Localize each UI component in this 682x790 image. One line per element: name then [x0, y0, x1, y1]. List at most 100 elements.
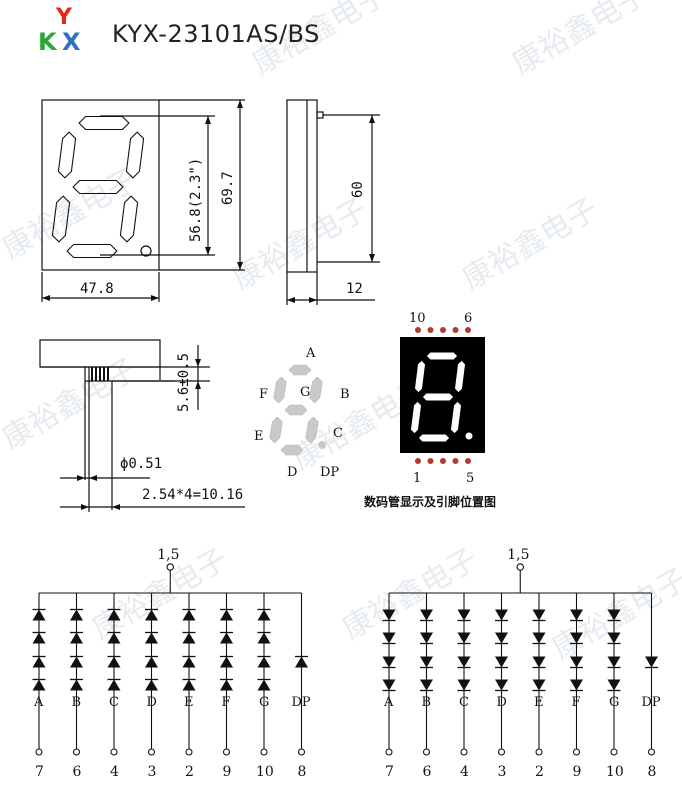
legend-label-b: B [340, 387, 350, 402]
led-diode [457, 656, 471, 668]
pin-terminal [297, 748, 306, 756]
led-diode [457, 679, 471, 691]
pin-terminal [147, 748, 156, 756]
led-diode [532, 656, 546, 668]
led-diode [420, 632, 433, 644]
led-diode [220, 632, 233, 644]
led-diode [532, 609, 546, 621]
led-diode [182, 656, 196, 668]
legend-dp-dot [318, 441, 326, 449]
segment-b [455, 360, 465, 393]
pin-number: 2 [535, 764, 544, 780]
front-digit-outline [51, 115, 145, 259]
pin-standoff-dim: 5.6±0.5 [176, 353, 192, 412]
segment-g [284, 404, 308, 416]
led-diode [32, 609, 46, 621]
led-diode [70, 679, 83, 691]
led-diode [495, 656, 508, 668]
pin-terminal [460, 748, 468, 756]
segment-label: A [33, 695, 44, 710]
pin-number: 2 [185, 764, 194, 780]
side-body-outline [286, 99, 318, 273]
pin-number: 10 [256, 764, 274, 780]
led-diode [107, 679, 121, 691]
display-digit [411, 352, 465, 442]
display-pin-dots [415, 327, 471, 464]
pin-dot-bottom [427, 458, 434, 464]
segment-label: E [534, 695, 544, 710]
pin-dot-top [440, 327, 446, 333]
segment-label: G [609, 695, 619, 710]
pin-number: 6 [73, 764, 82, 780]
segment-label: D [147, 695, 157, 710]
logo-letter-k: K [38, 28, 58, 56]
led-diode [570, 679, 583, 691]
side-height-dim: 60 [350, 181, 366, 198]
legend-label-e: E [254, 429, 264, 444]
pin-terminal [535, 748, 543, 756]
pin-terminal [222, 748, 231, 756]
led-diode [570, 656, 583, 668]
side-view [286, 99, 380, 305]
led-diode [295, 656, 308, 668]
segment-c [451, 401, 461, 434]
segment-a [426, 352, 458, 360]
front-body-outline [41, 99, 160, 271]
front-view [41, 99, 245, 302]
led-diode [257, 656, 271, 668]
segment-b [125, 131, 145, 179]
segment-label: C [109, 695, 119, 710]
pin-number: 7 [385, 764, 394, 780]
led-diode [257, 632, 271, 644]
led-diode [532, 679, 546, 691]
display-top-pin-left: 10 [409, 311, 426, 326]
display-caption: 数码管显示及引脚位置图 [364, 494, 496, 509]
pin-dot-top [452, 327, 459, 333]
segment-d [418, 434, 450, 442]
pin-number: 3 [148, 764, 157, 780]
pin-terminal [497, 748, 506, 756]
display-dp [465, 432, 473, 440]
legend-label-a: A [305, 346, 316, 361]
pin-pitch-dim: 2.54*4=10.16 [142, 487, 243, 503]
display-top-pin-right: 6 [464, 311, 472, 326]
segment-d [280, 444, 304, 456]
led-diode [145, 632, 158, 644]
led-diode [220, 609, 233, 621]
segment-b [309, 376, 323, 404]
header: Y K X KYX-23101AS/BS [38, 5, 319, 56]
pin-terminal [572, 748, 581, 756]
pin-terminal [185, 748, 193, 756]
led-diode [182, 679, 196, 691]
led-diode [495, 679, 508, 691]
pin-terminal [385, 748, 393, 756]
display-bottom-pin-left: 1 [413, 471, 421, 486]
segment-f [57, 131, 77, 179]
pin-number: 3 [498, 764, 507, 780]
led-diode [382, 632, 396, 644]
segment-a [288, 364, 312, 376]
common-pin-label: 1,5 [507, 547, 529, 563]
pin-number: 9 [223, 764, 232, 780]
segment-e [51, 195, 71, 243]
segment-label: B [422, 695, 432, 710]
pin-terminal [260, 748, 268, 756]
pin-dot-top [465, 327, 471, 333]
common-terminal [516, 563, 524, 571]
segment-label: F [572, 695, 581, 710]
led-diode [70, 632, 83, 644]
led-diode [570, 609, 583, 621]
led-diode [532, 632, 546, 644]
led-diode [32, 679, 46, 691]
led-diode [607, 609, 621, 621]
pin-dot-bottom [415, 458, 421, 464]
led-diode [70, 656, 83, 668]
pin-number: 10 [606, 764, 624, 780]
pin-dot-bottom [465, 458, 471, 464]
pin-terminal [610, 748, 618, 756]
front-width-dim: 47.8 [80, 281, 114, 297]
front-digit-height-dim: 56.8(2.3") [188, 158, 204, 242]
led-diode [495, 632, 508, 644]
